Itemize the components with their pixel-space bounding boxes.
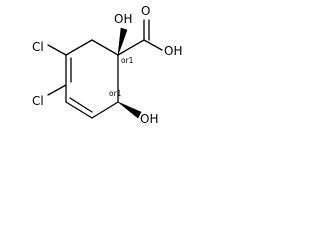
bond-c1-ring-top [91, 39, 119, 56]
chemical-structure: Cl Cl OH OH O OH or1 or1 [32, 4, 182, 126]
wedge-bond-c6-oh [117, 101, 142, 119]
chlorine-label-lower: Cl [32, 94, 44, 108]
bond-c4-cl [47, 84, 67, 96]
bond-c3-cl [47, 44, 67, 56]
stereo-label-c1: or1 [121, 56, 134, 65]
bond-c4-c5 [65, 101, 93, 119]
stereo-label-c6: or1 [109, 89, 122, 98]
acid-hydroxyl-label: OH [164, 44, 182, 58]
carbonyl-oxygen-label: O [141, 4, 150, 18]
bond-c5-c6 [91, 101, 119, 119]
bond-c1-c2 [65, 39, 93, 56]
hydroxyl-label-top: OH [114, 12, 132, 26]
wedge-bond-c1-oh [117, 27, 128, 56]
bond-c1-cooh [117, 39, 145, 56]
hydroxyl-label-bottom: OH [140, 112, 158, 126]
bond-c4-c5-double [69, 97, 93, 113]
bond-c-oh [143, 39, 163, 51]
chlorine-label-upper: Cl [32, 40, 44, 54]
